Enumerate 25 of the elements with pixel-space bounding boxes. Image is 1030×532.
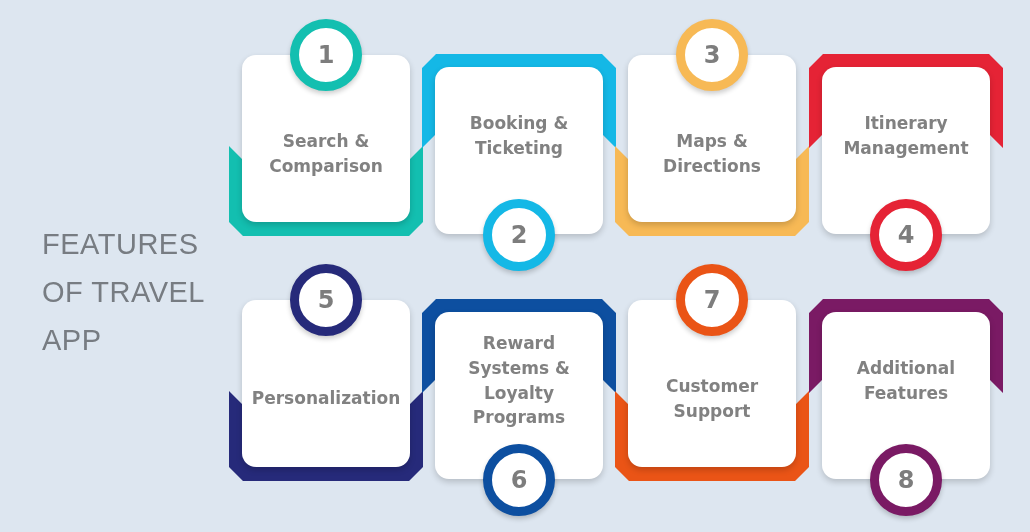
feature-tile (422, 54, 616, 271)
feature-title: Additional Features (855, 356, 957, 405)
feature-tile (615, 19, 809, 236)
number-circle: 7 (676, 264, 748, 336)
feature-tile (229, 264, 423, 481)
feature-tile (229, 19, 423, 236)
diagram-title: FEATURES OF TRAVEL APP (42, 227, 205, 358)
feature-title: Booking & Ticketing (468, 111, 570, 160)
feature-tile (809, 54, 1003, 271)
feature-title: Reward Systems & Loyalty Programs (467, 332, 571, 430)
number-circle: 2 (483, 199, 555, 271)
number-circle: 4 (870, 199, 942, 271)
feature-title: Maps & Directions (662, 129, 762, 178)
number-circle: 1 (290, 19, 362, 91)
feature-title: Itinerary Management (842, 111, 970, 160)
feature-title: Personalization (250, 387, 402, 411)
feature-tile (422, 299, 616, 516)
feature-title: Customer Support (664, 374, 760, 423)
number-circle: 5 (290, 264, 362, 336)
number-circle: 3 (676, 19, 748, 91)
number-circle: 6 (483, 444, 555, 516)
number-circle: 8 (870, 444, 942, 516)
feature-tile (615, 264, 809, 481)
feature-tile (809, 299, 1003, 516)
feature-title: Search & Comparison (268, 129, 384, 178)
